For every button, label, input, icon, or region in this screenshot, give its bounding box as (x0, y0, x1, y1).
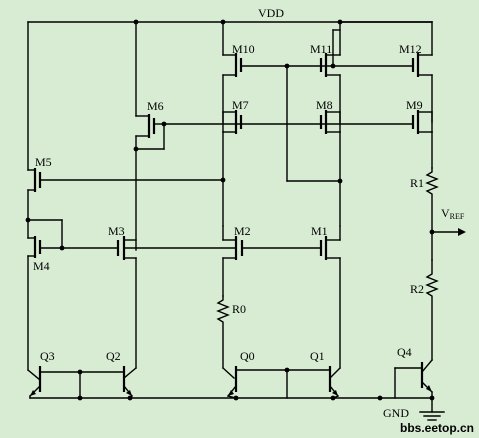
q3-bjt (27, 366, 81, 399)
m8-transistor (319, 110, 341, 227)
r1-label: R1 (410, 176, 424, 190)
m3-label: M3 (108, 224, 125, 238)
ground-symbol (419, 397, 445, 421)
m11-label: M11 (310, 42, 332, 56)
q4-bjt (394, 359, 433, 399)
r1-resistor (425, 167, 439, 261)
vref-sub: REF (450, 212, 465, 221)
r2-resistor (425, 259, 439, 361)
vref-main: V (441, 206, 450, 220)
m8-label: M8 (316, 98, 333, 112)
m1-label: M1 (311, 224, 328, 238)
m7-transistor (222, 110, 243, 227)
q2-label: Q2 (106, 349, 121, 363)
m3-transistor (116, 236, 137, 369)
gnd-label: GND (383, 406, 409, 420)
q4-label: Q4 (397, 345, 412, 359)
m5-transistor (27, 21, 226, 221)
m1-transistor (319, 225, 341, 369)
watermark-text: bbs.eetop.cn (400, 421, 474, 435)
r0-label: R0 (232, 302, 246, 316)
m2-transistor (222, 225, 244, 297)
m4-label: M4 (33, 259, 50, 273)
m7-label: M7 (232, 98, 249, 112)
gnd-rail (29, 395, 435, 401)
m4-transistor (25, 217, 65, 371)
r2-label: R2 (410, 282, 424, 296)
q3-label: Q3 (40, 349, 55, 363)
q2-bjt (77, 366, 137, 399)
q0-label: Q0 (240, 349, 255, 363)
bias-link (286, 65, 343, 184)
m12-label: M12 (399, 42, 422, 56)
m5-label: M5 (35, 155, 52, 169)
top-gate-bus (240, 63, 414, 69)
m9-transistor (411, 110, 433, 169)
q1-bjt (284, 366, 341, 399)
m9-label: M9 (406, 98, 423, 112)
q0-bjt (222, 366, 288, 399)
r0-resistor (216, 295, 230, 369)
vref-output (429, 228, 466, 236)
vdd-label: VDD (258, 6, 284, 20)
m6-transistor (133, 21, 167, 251)
m6-label: M6 (147, 99, 164, 113)
m2-label: M2 (234, 224, 251, 238)
vref-label: VREF (441, 206, 465, 221)
q1-label: Q1 (310, 349, 325, 363)
m10-label: M10 (232, 42, 255, 56)
